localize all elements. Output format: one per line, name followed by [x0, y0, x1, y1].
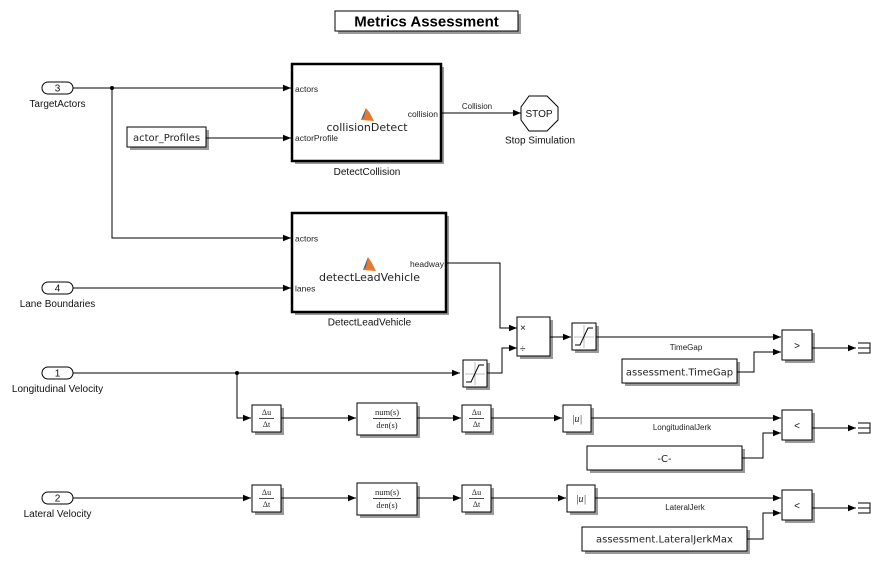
wire-headway[interactable] — [446, 262, 517, 332]
port-collision: collision — [408, 109, 439, 119]
relational-operator-long-jerk[interactable]: < — [781, 409, 815, 443]
constant-lat-jerk[interactable]: assessment.LateralJerkMax — [581, 526, 750, 554]
block-name: DetectLeadVehicle — [328, 318, 412, 329]
constant-value: assessment.LateralJerkMax — [596, 535, 733, 546]
wire-lat-jerk-threshold[interactable] — [747, 509, 781, 540]
transfer-function-block[interactable]: num(s) den(s) — [356, 402, 420, 438]
port-headway: headway — [410, 259, 445, 269]
saturation-block[interactable] — [462, 359, 490, 390]
saturation-block[interactable] — [571, 322, 599, 353]
stop-simulation-block[interactable]: STOP Stop Simulation — [505, 95, 575, 147]
inport-label: TargetActors — [29, 99, 85, 110]
derivative-block[interactable]: Δu Δt — [461, 484, 494, 515]
title-block: Metrics Assessment — [334, 10, 521, 34]
abs-block[interactable]: |u| — [562, 404, 594, 435]
transfer-function-block[interactable]: num(s) den(s) — [356, 482, 420, 518]
stop-glyph: STOP — [525, 109, 552, 120]
derivative-block[interactable]: Δu Δt — [461, 404, 494, 435]
tf-numerator: num(s) — [375, 407, 399, 417]
derivative-denominator: Δt — [263, 420, 271, 429]
port-lanes: lanes — [295, 284, 315, 294]
tf-denominator: den(s) — [376, 500, 397, 510]
inport-number: 1 — [55, 369, 61, 380]
derivative-denominator: Δt — [263, 500, 271, 509]
constant-long-jerk[interactable]: -C- — [586, 445, 745, 473]
derivative-numerator: Δu — [262, 408, 271, 417]
tf-numerator: num(s) — [375, 487, 399, 497]
constant-value: -C- — [657, 454, 672, 465]
derivative-numerator: Δu — [262, 488, 271, 497]
wire-long-deriv[interactable] — [236, 373, 251, 422]
terminator-icon — [858, 502, 871, 514]
derivative-numerator: Δu — [472, 488, 481, 497]
matlab-icon — [361, 108, 374, 121]
relational-operator-lat-jerk[interactable]: < — [781, 489, 815, 523]
detect-lead-vehicle-block[interactable]: actors lanes headway detectLeadVehicle D… — [290, 211, 449, 329]
inport-number: 4 — [55, 284, 61, 295]
wire-long-jerk-threshold[interactable] — [742, 429, 781, 459]
signal-label-long-jerk: LongitudinalJerk — [653, 423, 712, 432]
constant-time-gap[interactable]: assessment.TimeGap — [621, 358, 740, 386]
inport-number: 3 — [55, 84, 61, 95]
operator-symbol: < — [794, 421, 800, 432]
constant-actor-profiles[interactable]: actor_Profiles — [126, 126, 209, 150]
detect-collision-block[interactable]: actors actorProfile collision collisionD… — [290, 62, 444, 178]
port-actors: actors — [295, 84, 318, 94]
inport-label: Lane Boundaries — [20, 299, 96, 310]
inport-label: Longitudinal Velocity — [12, 384, 103, 395]
terminator-icon — [858, 342, 871, 354]
wire-velocity-divisor[interactable] — [487, 344, 517, 374]
inport-label: Lateral Velocity — [24, 509, 92, 520]
derivative-block[interactable]: Δu Δt — [251, 484, 284, 515]
derivative-denominator: Δt — [473, 500, 481, 509]
signal-label-time-gap: TimeGap — [670, 343, 703, 352]
multiply-sign: × — [520, 323, 526, 334]
operator-symbol: > — [794, 341, 800, 352]
block-name: Stop Simulation — [505, 136, 575, 147]
terminator-icon — [858, 422, 871, 434]
block-name: DetectCollision — [334, 167, 401, 178]
inport-longitudinal-velocity[interactable]: 1 Longitudinal Velocity — [12, 366, 103, 395]
derivative-block[interactable]: Δu Δt — [251, 404, 284, 435]
diagram-title: Metrics Assessment — [354, 14, 499, 31]
inport-target-actors[interactable]: 3 TargetActors — [29, 81, 86, 110]
function-name: detectLeadVehicle — [319, 271, 420, 284]
inport-lateral-velocity[interactable]: 2 Lateral Velocity — [24, 491, 92, 520]
derivative-denominator: Δt — [473, 420, 481, 429]
wire-time-gap-threshold[interactable] — [737, 348, 781, 373]
derivative-numerator: Δu — [472, 408, 481, 417]
tf-denominator: den(s) — [376, 420, 397, 430]
abs-symbol: |u| — [572, 414, 583, 425]
divide-sign: ÷ — [520, 344, 526, 355]
signal-label-lat-jerk: LateralJerk — [665, 503, 706, 512]
abs-symbol: |u| — [576, 494, 587, 505]
inport-lane-boundaries[interactable]: 4 Lane Boundaries — [20, 281, 96, 310]
wire-actors-lead[interactable] — [111, 88, 291, 242]
inport-number: 2 — [55, 494, 61, 505]
abs-block[interactable]: |u| — [566, 484, 598, 515]
port-actors: actors — [295, 234, 318, 244]
product-block[interactable]: × ÷ — [516, 316, 553, 359]
constant-value: assessment.TimeGap — [626, 368, 733, 379]
operator-symbol: < — [794, 501, 800, 512]
relational-operator-time-gap[interactable]: > — [781, 329, 815, 363]
signal-label-collision: Collision — [462, 102, 492, 111]
function-name: collisionDetect — [326, 121, 408, 134]
matlab-icon — [363, 257, 376, 271]
port-actor-profile: actorProfile — [295, 133, 338, 143]
constant-value: actor_Profiles — [133, 133, 200, 144]
